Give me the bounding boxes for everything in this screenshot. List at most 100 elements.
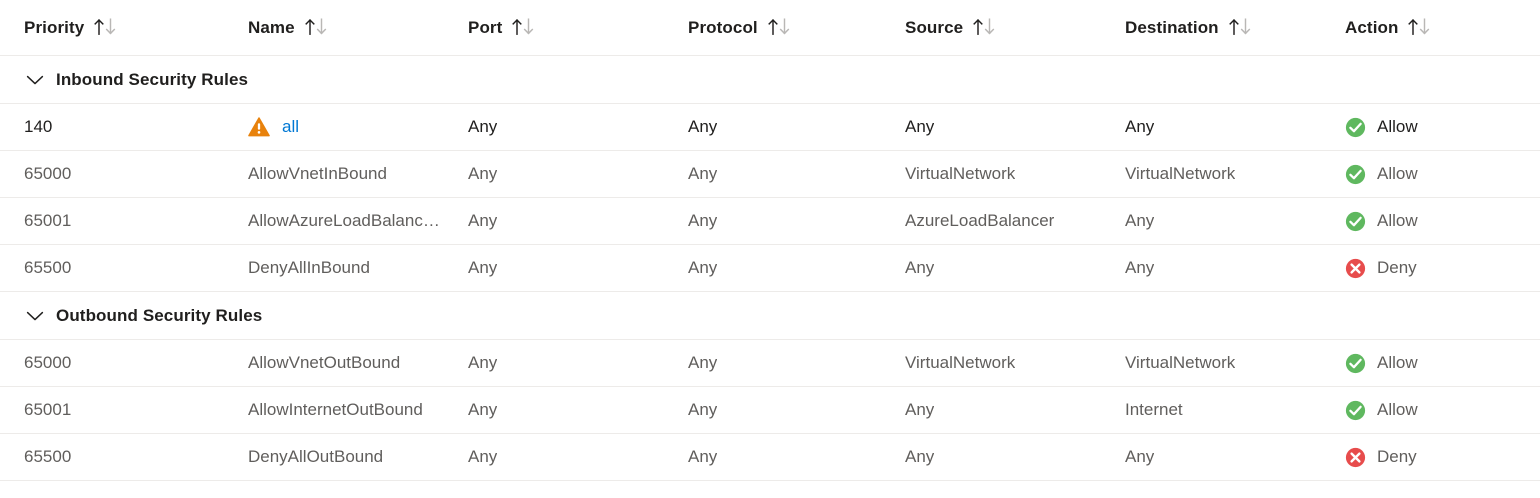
action-label: Allow — [1377, 400, 1418, 419]
cell-value: Any — [688, 211, 718, 230]
cell-action: Allow — [1345, 340, 1525, 386]
cell-destination: Any — [1125, 198, 1335, 244]
cell-protocol: Any — [688, 245, 895, 291]
action-label: Allow — [1377, 117, 1418, 136]
cell-value: Any — [688, 164, 718, 183]
table-row[interactable]: 65001 AllowAzureLoadBalanc… Any Any AzureLoa… — [0, 198, 1540, 245]
cell-destination: Internet — [1125, 387, 1335, 433]
action-wrapper: Allow — [1345, 117, 1418, 138]
cell-destination: VirtualNetwork — [1125, 340, 1335, 386]
cell-port: Any — [468, 387, 678, 433]
check-circle-icon — [1345, 400, 1366, 421]
cell-protocol: Any — [688, 104, 895, 150]
action-wrapper: Allow — [1345, 353, 1418, 374]
check-circle-icon — [1345, 164, 1366, 185]
rule-name-text: DenyAllInBound — [248, 258, 370, 277]
cell-value: Any — [688, 400, 718, 419]
group-header-outbound-security-rules[interactable]: Outbound Security Rules — [0, 292, 1540, 340]
column-header-port[interactable]: Port — [468, 0, 678, 55]
cell-destination: Any — [1125, 245, 1335, 291]
column-header-label: Destination — [1125, 17, 1219, 37]
table-row[interactable]: 65000 AllowVnetInBound Any Any VirtualNetwor… — [0, 151, 1540, 198]
column-header-action[interactable]: Action — [1345, 0, 1525, 55]
check-circle-icon — [1345, 353, 1366, 374]
cell-destination: VirtualNetwork — [1125, 151, 1335, 197]
sort-updown-icon[interactable] — [972, 17, 998, 36]
sort-updown-icon[interactable] — [767, 17, 793, 36]
cell-action: Deny — [1345, 245, 1525, 291]
action-wrapper: Deny — [1345, 258, 1417, 279]
column-header-label: Name — [248, 17, 295, 37]
cell-value: VirtualNetwork — [905, 164, 1016, 183]
column-header-label: Port — [468, 17, 503, 37]
cell-priority: 65001 — [24, 198, 238, 244]
cell-protocol: Any — [688, 151, 895, 197]
cell-port: Any — [468, 151, 678, 197]
chevron-down-icon[interactable] — [24, 305, 46, 327]
column-header-name[interactable]: Name — [248, 0, 458, 55]
column-header-protocol[interactable]: Protocol — [688, 0, 895, 55]
cell-value: Any — [1125, 117, 1155, 136]
rule-name-wrapper: all — [248, 116, 299, 138]
cell-port: Any — [468, 104, 678, 150]
rule-name-wrapper: AllowAzureLoadBalanc… — [248, 211, 440, 231]
chevron-down-icon[interactable] — [24, 69, 46, 91]
warning-triangle-icon — [248, 116, 270, 138]
action-label: Allow — [1377, 353, 1418, 372]
check-circle-icon — [1345, 117, 1366, 138]
check-circle-icon — [1345, 211, 1366, 232]
cell-source: VirtualNetwork — [905, 340, 1115, 386]
cell-name: all — [248, 104, 458, 150]
cell-source: AzureLoadBalancer — [905, 198, 1115, 244]
column-header-priority[interactable]: Priority — [24, 0, 238, 55]
group-title: Outbound Security Rules — [56, 305, 263, 325]
cell-source: Any — [905, 387, 1115, 433]
column-header-destination[interactable]: Destination — [1125, 0, 1335, 55]
cell-destination: Any — [1125, 434, 1335, 480]
rule-name-wrapper: AllowVnetInBound — [248, 164, 387, 184]
cell-value: AzureLoadBalancer — [905, 211, 1055, 230]
cell-value: Any — [1125, 258, 1155, 277]
cell-action: Allow — [1345, 387, 1525, 433]
cell-value: Any — [905, 117, 935, 136]
cell-value: VirtualNetwork — [1125, 353, 1236, 372]
column-header-source[interactable]: Source — [905, 0, 1115, 55]
cell-port: Any — [468, 434, 678, 480]
cell-value: 65000 — [24, 164, 72, 183]
cell-value: Any — [468, 164, 498, 183]
group-header-inner: Outbound Security Rules — [24, 292, 262, 339]
column-header-label: Action — [1345, 17, 1399, 37]
cell-value: 65500 — [24, 258, 72, 277]
group-header-inbound-security-rules[interactable]: Inbound Security Rules — [0, 56, 1540, 104]
rule-name-wrapper: AllowInternetOutBound — [248, 400, 423, 420]
group-title: Inbound Security Rules — [56, 69, 249, 89]
sort-updown-icon[interactable] — [93, 17, 119, 36]
rule-name-link[interactable]: all — [282, 117, 300, 136]
sort-updown-icon[interactable] — [304, 17, 330, 36]
cell-action: Allow — [1345, 198, 1525, 244]
cell-value: 140 — [24, 117, 53, 136]
table-header-row: Priority Name Port Protocol Source Destinatio… — [0, 0, 1540, 56]
sort-updown-icon[interactable] — [1228, 17, 1254, 36]
action-label: Allow — [1377, 211, 1418, 230]
cell-value: Any — [468, 117, 498, 136]
column-header-label: Source — [905, 17, 964, 37]
cell-protocol: Any — [688, 340, 895, 386]
action-label: Deny — [1377, 447, 1417, 466]
rule-name-wrapper: DenyAllInBound — [248, 258, 370, 278]
cell-value: Any — [468, 400, 498, 419]
cell-protocol: Any — [688, 434, 895, 480]
cell-name: AllowVnetInBound — [248, 151, 458, 197]
rule-name-wrapper: AllowVnetOutBound — [248, 353, 400, 373]
table-row[interactable]: 140 all Any Any Any Any Allow — [0, 104, 1540, 151]
action-label: Deny — [1377, 258, 1417, 277]
sort-updown-icon[interactable] — [1407, 17, 1433, 36]
sort-updown-icon[interactable] — [511, 17, 537, 36]
cell-source: Any — [905, 104, 1115, 150]
rule-name-text: DenyAllOutBound — [248, 447, 384, 466]
